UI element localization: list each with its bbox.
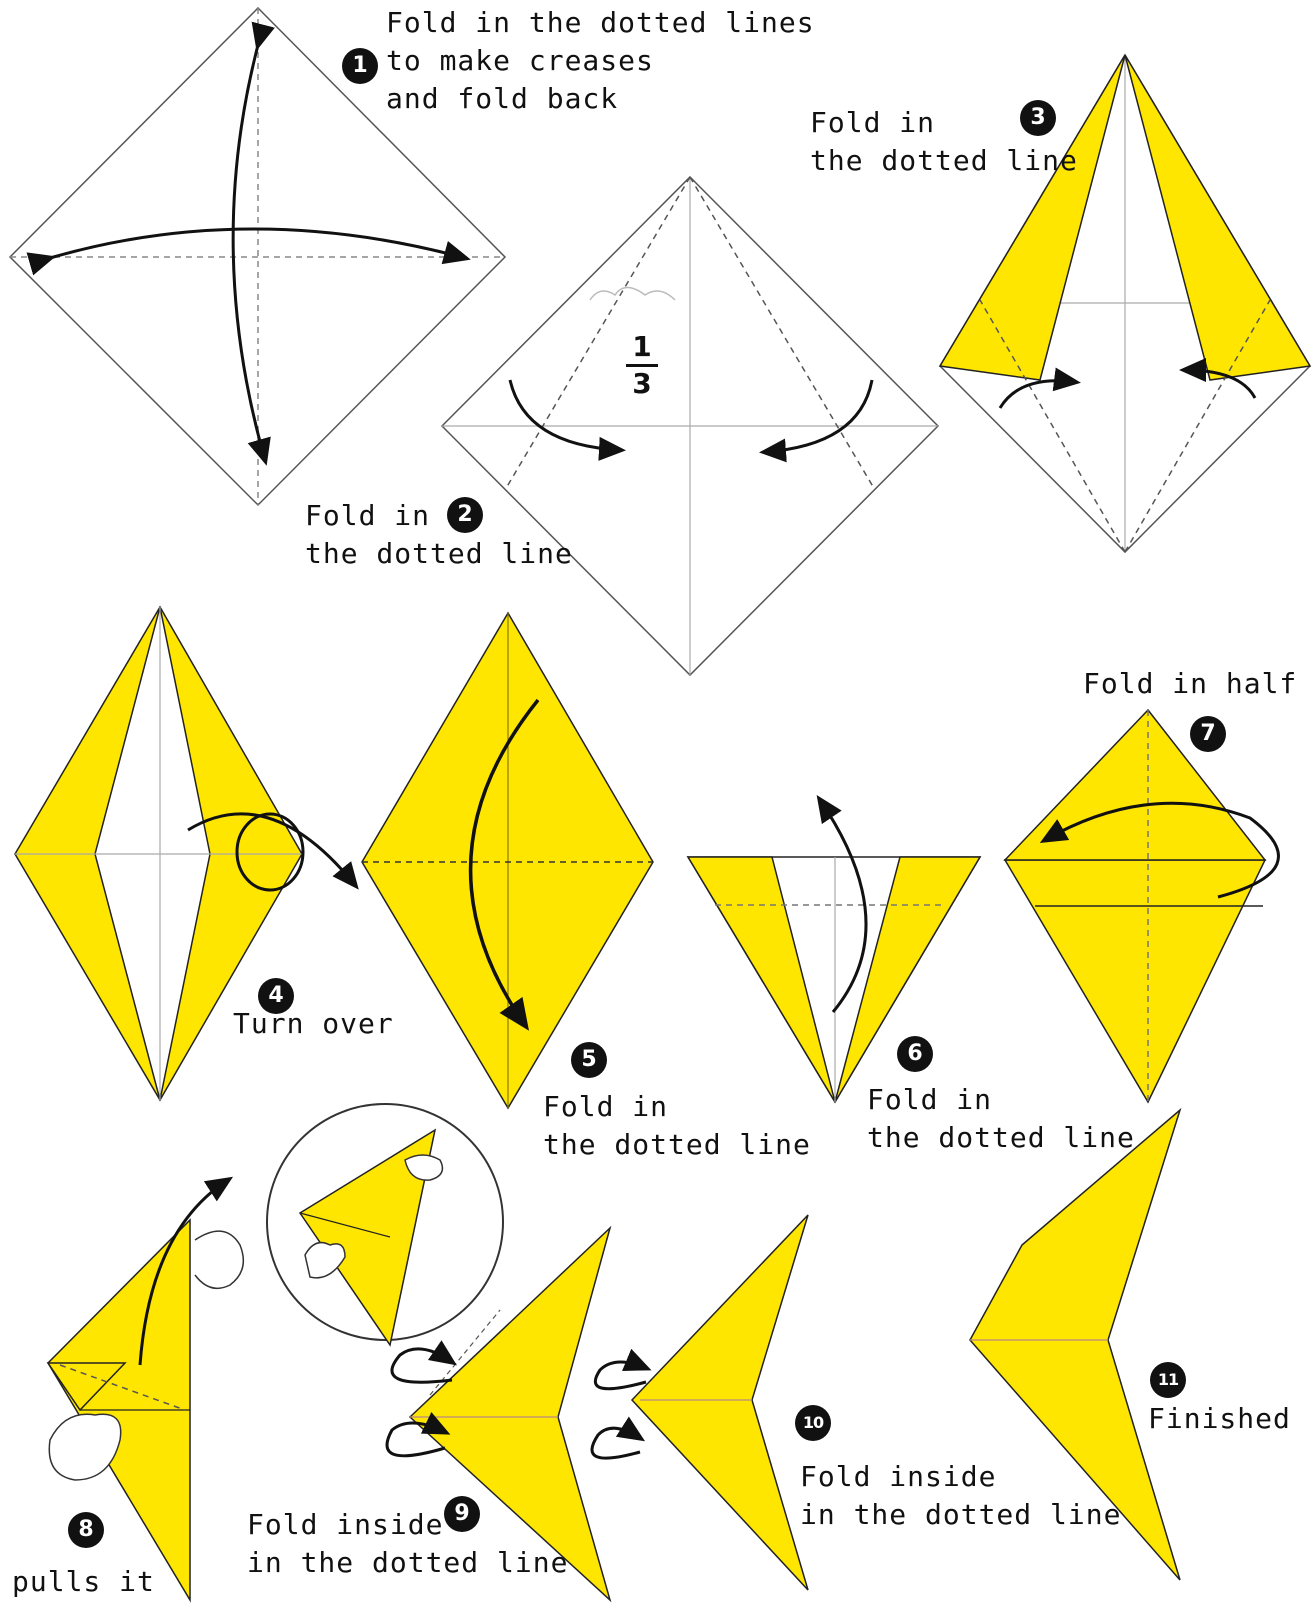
step-6-text: Fold in the dotted line — [867, 1083, 1135, 1154]
step-number-10: 10 — [795, 1405, 831, 1441]
step-number-6: 6 — [897, 1036, 933, 1072]
step-6-figure — [686, 795, 982, 1104]
step-number-1: 1 — [342, 48, 378, 84]
step-7-figure — [1003, 708, 1280, 1104]
step-number-5: 5 — [571, 1042, 607, 1078]
step-8-text: pulls it — [12, 1565, 155, 1598]
step-4-text: Turn over — [233, 1007, 394, 1040]
step-10-figure — [590, 1214, 809, 1591]
step-number-2: 2 — [447, 497, 483, 533]
step-8-figure — [46, 1176, 245, 1603]
fraction-bar — [626, 364, 658, 367]
fraction-denominator: 3 — [632, 367, 652, 400]
step-1-figure — [8, 6, 507, 507]
step-number-3: 3 — [1020, 100, 1056, 136]
fraction-numerator: 1 — [632, 330, 652, 363]
step-3-figure — [938, 53, 1312, 554]
step-5-text: Fold in the dotted line — [543, 1090, 811, 1161]
step-number-7: 7 — [1190, 716, 1226, 752]
step-number-8: 8 — [68, 1512, 104, 1548]
one-third-fraction: 1 3 — [622, 332, 662, 399]
step-11-text: Finished — [1148, 1402, 1291, 1435]
step-9-text: Fold inside in the dotted line — [247, 1508, 569, 1579]
step-9-figure — [385, 1225, 612, 1603]
step-number-4: 4 — [258, 978, 294, 1014]
step-7-text: Fold in half — [1083, 667, 1298, 700]
step-5-figure — [361, 611, 654, 1110]
step-11-figure — [969, 1107, 1182, 1581]
step-2-text: Fold in the dotted line — [305, 499, 573, 570]
step-8-detail-inset — [266, 1103, 504, 1347]
step-1-text: Fold in the dotted lines to make creases… — [386, 6, 815, 115]
step-4-figure — [14, 605, 359, 1102]
step-2-figure — [440, 175, 940, 677]
step-number-9: 9 — [444, 1496, 480, 1532]
step-number-11: 11 — [1150, 1362, 1186, 1398]
step-3-text: Fold in the dotted line — [810, 106, 1078, 177]
step-10-text: Fold inside in the dotted line — [800, 1460, 1122, 1531]
